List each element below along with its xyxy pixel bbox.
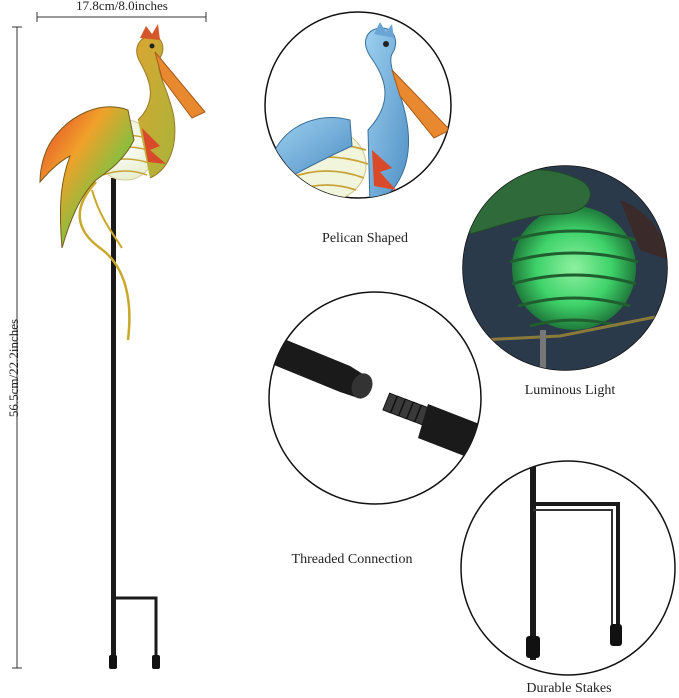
pelican-tail bbox=[142, 128, 166, 164]
feature-circle-luminous bbox=[462, 165, 668, 371]
height-dimension-label: 56.5cm/22.2inches bbox=[6, 318, 21, 418]
caption-threaded-connection: Threaded Connection bbox=[291, 552, 413, 567]
stake-rod bbox=[111, 178, 116, 666]
pelican-crest bbox=[140, 24, 160, 40]
pelican-beak bbox=[154, 51, 206, 119]
width-dimension-line bbox=[36, 12, 207, 22]
stake-fork bbox=[113, 596, 158, 660]
feature-circle-threaded bbox=[268, 291, 482, 505]
caption-luminous-light: Luminous Light bbox=[524, 383, 616, 398]
width-dimension-label: 17.8cm/8.0inches bbox=[76, 0, 168, 13]
caption-pelican-shaped: Pelican Shaped bbox=[322, 231, 408, 246]
caption-durable-stakes: Durable Stakes bbox=[526, 681, 612, 696]
pelican-leg-2 bbox=[91, 189, 123, 249]
feature-circle-stakes bbox=[460, 460, 676, 676]
feature-circle-pelican bbox=[264, 11, 452, 199]
stake-tip-right bbox=[152, 655, 160, 669]
rainbow-wing bbox=[39, 106, 135, 249]
height-dimension-line bbox=[12, 26, 22, 669]
pelican-leg bbox=[78, 181, 131, 341]
main-pelican-stake bbox=[39, 24, 206, 669]
pelican-eye bbox=[149, 43, 155, 49]
stake-tip-left bbox=[109, 655, 117, 669]
